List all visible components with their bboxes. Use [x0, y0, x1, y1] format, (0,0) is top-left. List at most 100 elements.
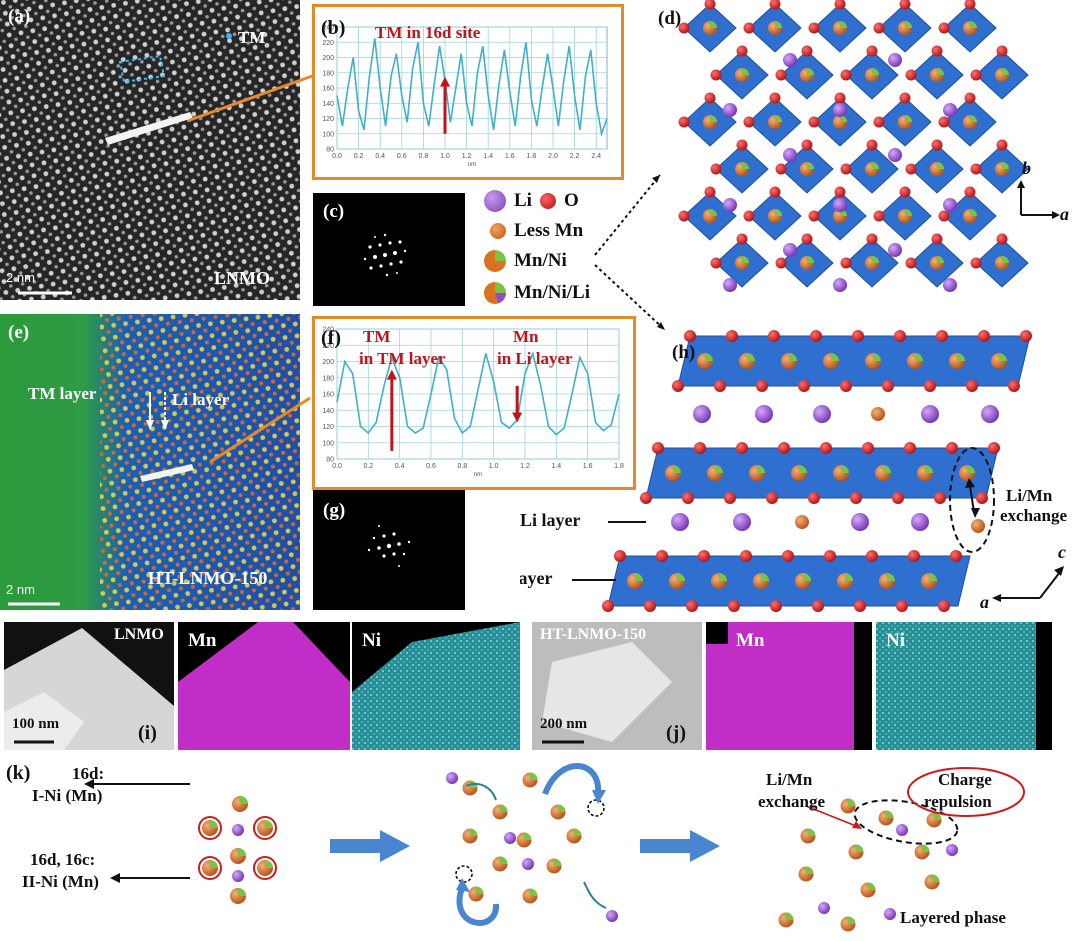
x-axis-label: nm	[474, 472, 482, 478]
tm-atom	[550, 804, 566, 820]
x-tick-label: 0.2	[363, 463, 373, 470]
annotation-mn-line1: Mn	[513, 327, 539, 346]
tm-atom	[833, 115, 847, 129]
o-atom	[931, 233, 943, 245]
o-atom	[934, 492, 946, 504]
panel-e-colored-image: (e) TM layer Li layer HT-LNMO-150 2 nm	[0, 314, 300, 610]
tm-atom	[930, 256, 944, 270]
o-atom	[852, 330, 864, 342]
axis-a-arrowhead	[992, 594, 1001, 602]
panel-d-spinel-structure: (d) b a	[640, 0, 1080, 310]
mn-atom	[795, 515, 809, 529]
o-atom	[726, 330, 738, 342]
y-tick-label: 100	[322, 131, 334, 138]
site-highlight-ring	[253, 856, 277, 880]
o-atom	[644, 600, 656, 612]
mn-ni-ball-icon	[484, 250, 506, 272]
li-atom	[818, 902, 830, 914]
panel-h-layered-structure: (h) Li layer TM layer Li/Mn exchange c a	[520, 318, 1080, 618]
tm-atom	[800, 68, 814, 82]
legend-li-label: Li	[514, 190, 532, 211]
o-atom	[931, 139, 943, 151]
li-atom	[833, 198, 847, 212]
o-atom	[866, 139, 878, 151]
o-atom	[743, 22, 755, 34]
o-atom	[834, 92, 846, 104]
mn-atom	[871, 407, 885, 421]
o-atom	[892, 492, 904, 504]
li-atom	[884, 908, 896, 920]
tm-atom	[924, 874, 940, 890]
o-atom	[728, 600, 740, 612]
y-tick-label: 140	[322, 408, 334, 415]
panel-a-haadf-image: (a) TM LNMO 2 nm	[0, 0, 300, 300]
tm-marker-label: TM	[238, 28, 266, 47]
y-tick-label: 200	[322, 359, 334, 366]
o-atom	[812, 600, 824, 612]
o-atom	[678, 210, 690, 222]
tm-atom	[879, 573, 895, 589]
tm-slab	[645, 447, 999, 499]
tm-atom	[753, 573, 769, 589]
tm-atom	[800, 828, 816, 844]
scale-bar-label-e: 2 nm	[6, 582, 35, 597]
o-atom	[938, 600, 950, 612]
o-atom	[824, 550, 836, 562]
annotation-arrowhead	[386, 369, 397, 380]
o-atom	[964, 92, 976, 104]
tm-atom	[963, 21, 977, 35]
o-ball-icon	[539, 193, 556, 209]
o-atom	[769, 186, 781, 198]
tm-atom	[522, 772, 538, 788]
li-atom	[232, 870, 244, 882]
y-tick-label: 220	[322, 343, 334, 350]
y-tick-label: 100	[322, 440, 334, 447]
o-atom	[908, 550, 920, 562]
exchange-label-line2: exchange	[1000, 506, 1068, 525]
migration-arrow	[456, 887, 499, 926]
repulsion-ellipse	[853, 799, 959, 845]
li-atom	[693, 405, 711, 423]
o-atom	[896, 600, 908, 612]
o-atom	[873, 22, 885, 34]
tm-atom	[917, 465, 933, 481]
axis-b-label: b	[1022, 158, 1031, 178]
li-atom	[981, 405, 999, 423]
tm-atom	[703, 115, 717, 129]
panel-label-f: (f)	[321, 327, 341, 349]
panel-j-ni-map: Ni	[876, 622, 1052, 750]
li-atom	[446, 772, 458, 784]
x-axis-label: nm	[468, 162, 476, 168]
tm-atom	[665, 465, 681, 481]
o-atom	[873, 210, 885, 222]
tm-atom	[492, 856, 508, 872]
y-tick-label: 160	[322, 392, 334, 399]
sample-label-j: HT-LNMO-150	[540, 626, 647, 643]
tm-atom	[703, 21, 717, 35]
o-atom	[866, 550, 878, 562]
o-atom	[964, 0, 976, 10]
o-atom	[946, 442, 958, 454]
annotation-tm-line1: TM	[363, 327, 391, 346]
ni-map-j	[876, 622, 1036, 750]
panel-label-a: (a)	[8, 6, 31, 27]
x-tick-label: 1.6	[505, 153, 515, 160]
migration-arrowhead	[456, 878, 470, 892]
chart-b-title: TM in 16d site	[375, 23, 481, 42]
x-tick-label: 0.6	[397, 153, 407, 160]
tm-atom	[516, 832, 532, 848]
tm-atom	[468, 886, 484, 902]
process-arrow	[640, 830, 720, 862]
exchange-pointer-head	[852, 821, 862, 829]
legend-pointer-arrows	[594, 174, 666, 331]
migration-arrow	[542, 763, 602, 796]
o-atom	[736, 45, 748, 57]
site2-line2: II-Ni (Mn)	[22, 872, 99, 891]
tm-atom	[703, 209, 717, 223]
axis-c-line	[1039, 571, 1061, 599]
o-atom	[905, 257, 917, 269]
legend-mn-ni: Mn/Ni	[484, 250, 567, 272]
tm-atom	[462, 828, 478, 844]
o-atom	[710, 257, 722, 269]
o-atom	[801, 45, 813, 57]
